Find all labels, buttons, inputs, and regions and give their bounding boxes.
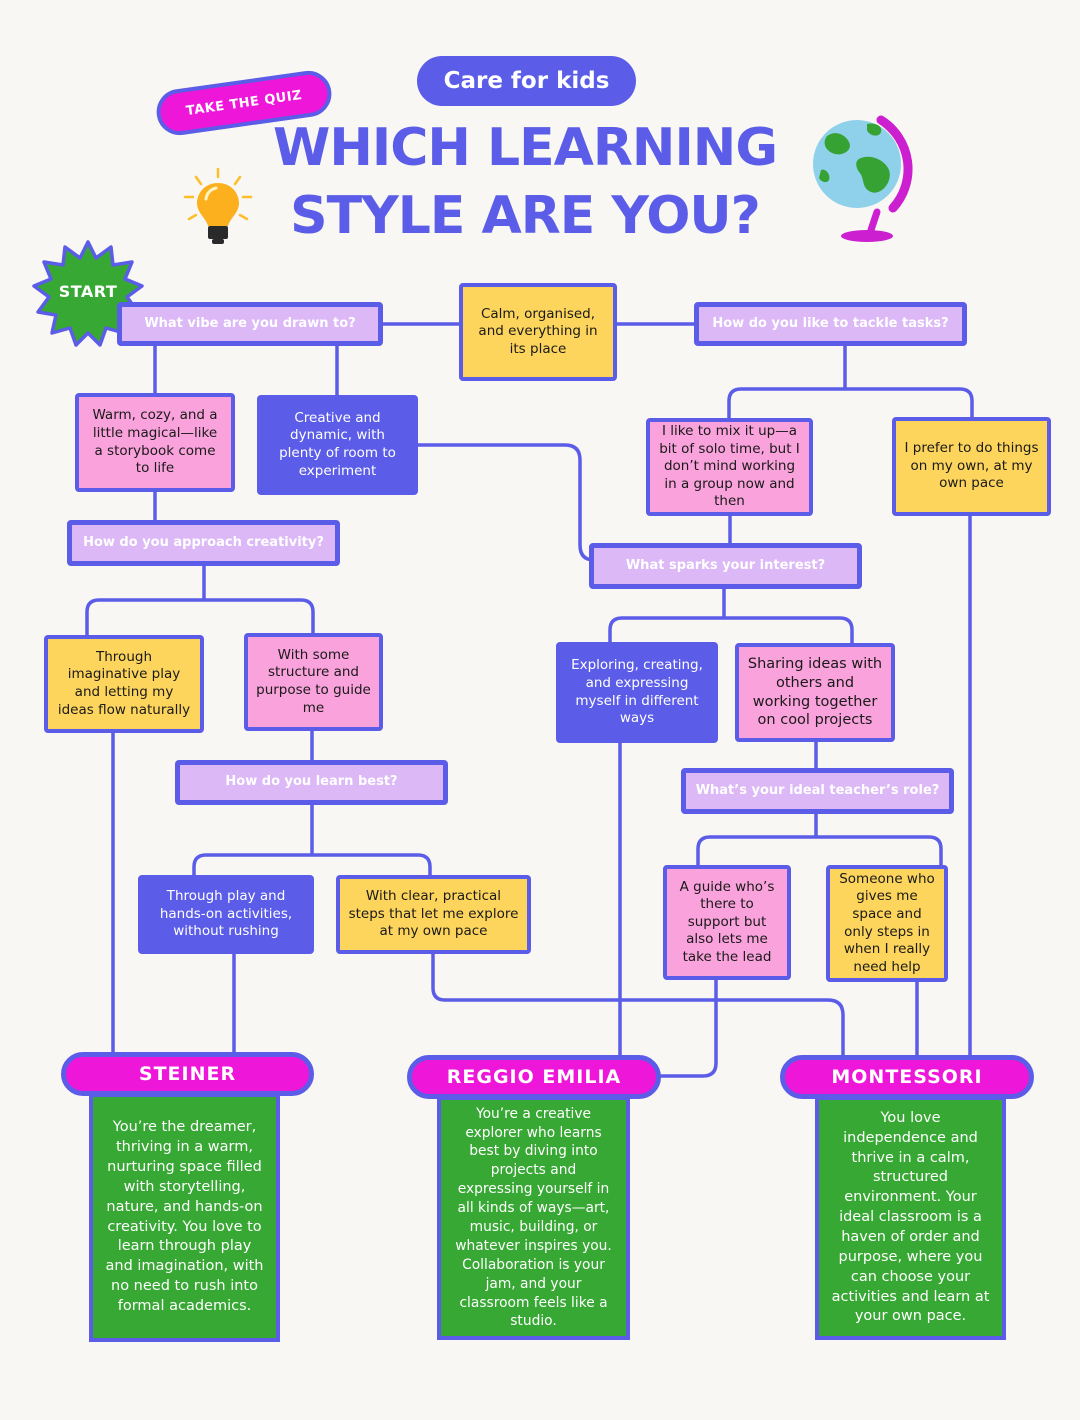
answer-clear: With clear, practical steps that let me … xyxy=(336,875,531,954)
answer-someone: Someone who gives me space and only step… xyxy=(826,865,948,982)
start-label: START xyxy=(58,282,118,301)
result-steiner-label: STEINER xyxy=(61,1052,314,1096)
answer-own: I prefer to do things on my own, at my o… xyxy=(892,417,1051,516)
question-teacher: What’s your ideal teacher’s role? xyxy=(681,768,954,814)
lightbulb-icon xyxy=(183,167,253,244)
question-learn: How do you learn best? xyxy=(175,760,448,805)
result-reggio-label: REGGIO EMILIA xyxy=(407,1055,661,1099)
page-title-line1: WHICH LEARNING xyxy=(272,118,778,178)
answer-play: Through play and hands-on activities, wi… xyxy=(138,875,314,954)
result-montessori-description: You love independence and thrive in a ca… xyxy=(815,1096,1006,1340)
page-title-line2: STYLE ARE YOU? xyxy=(290,186,761,246)
result-reggio-description: You’re a creative explorer who learns be… xyxy=(437,1096,630,1340)
answer-calm: Calm, organised, and everything in its p… xyxy=(459,283,617,381)
answer-sharing: Sharing ideas with others and working to… xyxy=(735,643,895,742)
result-steiner-description: You’re the dreamer, thriving in a warm, … xyxy=(89,1093,280,1342)
answer-warm: Warm, cozy, and a little magical—like a … xyxy=(75,393,235,492)
answer-guide: A guide who’s there to support but also … xyxy=(663,865,791,980)
answer-imaginative: Through imaginative play and letting my … xyxy=(44,635,204,733)
start-badge xyxy=(32,240,144,347)
answer-exploring: Exploring, creating, and expressing myse… xyxy=(556,642,718,743)
question-vibe: What vibe are you drawn to? xyxy=(117,302,383,346)
answer-structure: With some structure and purpose to guide… xyxy=(244,633,383,731)
answer-mix: I like to mix it up—a bit of solo time, … xyxy=(646,418,813,516)
globe-icon xyxy=(813,115,913,242)
answer-creative: Creative and dynamic, with plenty of roo… xyxy=(257,395,418,495)
question-creativity: How do you approach creativity? xyxy=(67,520,340,566)
question-interest: What sparks your interest? xyxy=(589,543,862,589)
question-tasks: How do you like to tackle tasks? xyxy=(694,302,967,346)
result-montessori-label: MONTESSORI xyxy=(780,1055,1034,1099)
brand-badge: Care for kids xyxy=(417,56,636,106)
